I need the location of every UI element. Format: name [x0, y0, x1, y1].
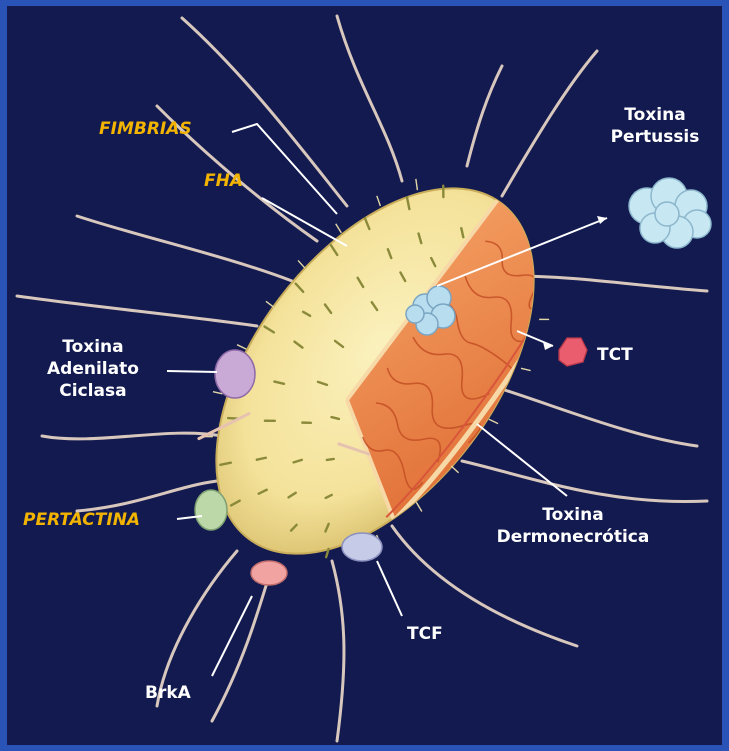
adenylate-cyclase-toxin-protein [215, 350, 255, 398]
label-line: Ciclasa [47, 380, 139, 402]
label-pertussis-toxin: Toxina Pertussis [595, 104, 715, 148]
flagellum [42, 433, 222, 439]
pertussis-toxin-released [629, 178, 711, 248]
tcf-protein [342, 533, 382, 561]
tct-fragment [559, 338, 587, 366]
label-dermonecrotic-toxin: Toxina Dermonecrótica [473, 504, 673, 548]
label-line: Toxina [47, 336, 139, 358]
label-tct: TCT [597, 344, 633, 366]
label-line: Dermonecrótica [473, 526, 673, 548]
label-pertactina: PERTACTINA [23, 509, 140, 531]
label-fha: FHA [204, 170, 243, 192]
label-line: Pertussis [595, 126, 715, 148]
flagellum [512, 276, 707, 291]
diagram-panel: FIMBRIAS FHA Toxina Adenilato Ciclasa PE… [7, 6, 722, 745]
label-fimbrias: FIMBRIAS [99, 118, 192, 140]
flagellum [502, 51, 597, 196]
flagellum [332, 561, 344, 741]
label-line: Toxina [595, 104, 715, 126]
label-brka: BrkA [145, 682, 191, 704]
pertactin-protein [195, 490, 227, 530]
flagellum [17, 296, 257, 326]
flagellum [212, 566, 272, 721]
flagellum [337, 16, 402, 181]
flagellum [77, 216, 292, 281]
label-line: Adenilato [47, 358, 139, 380]
label-tcf: TCF [407, 623, 443, 645]
brka-protein [251, 561, 287, 585]
flagellum [462, 461, 707, 502]
flagellum [492, 386, 697, 446]
label-adenylate-cyclase-toxin: Toxina Adenilato Ciclasa [47, 336, 139, 402]
flagellum [467, 66, 502, 166]
label-line: Toxina [473, 504, 673, 526]
